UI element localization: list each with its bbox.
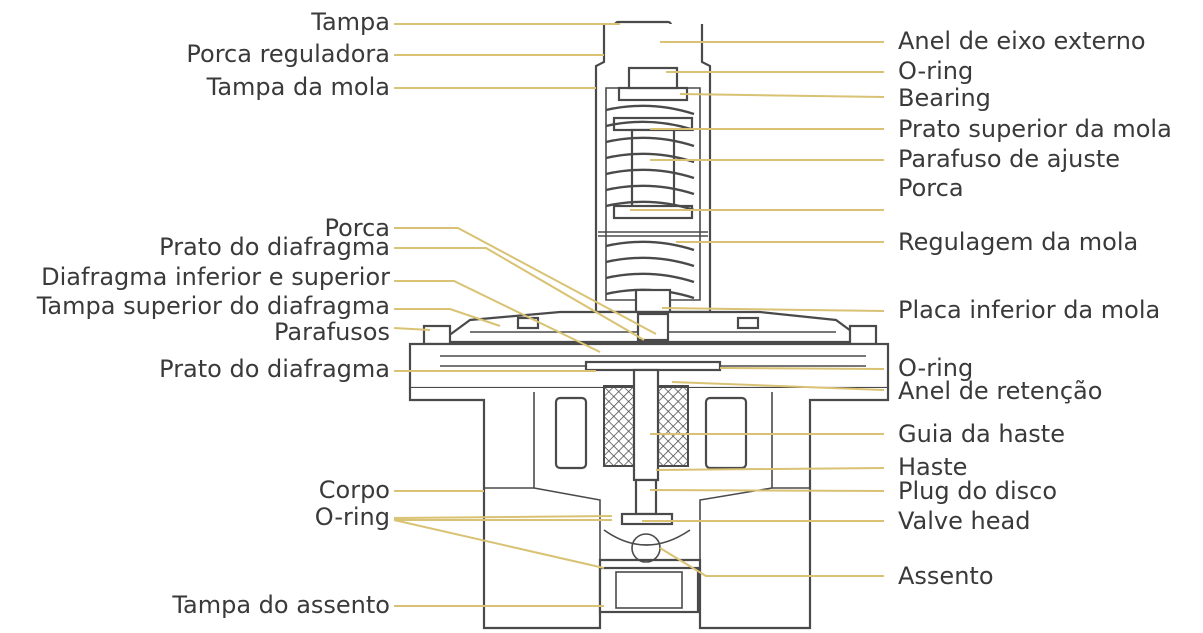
label-o-ring-top: O-ring xyxy=(898,57,973,85)
labels-right: Anel de eixo externo O-ring Bearing Prat… xyxy=(898,27,1172,590)
label-anel-de-eixo-externo: Anel de eixo externo xyxy=(898,27,1146,55)
label-parafuso-de-ajuste: Parafuso de ajuste xyxy=(898,145,1120,173)
label-corpo: Corpo xyxy=(319,476,390,504)
leader-lines xyxy=(393,23,885,607)
label-diafragma-inferior-e-superior: Diafragma inferior e superior xyxy=(41,263,390,291)
label-prato-do-diafragma-upper: Prato do diafragma xyxy=(159,233,390,261)
stem xyxy=(632,368,660,482)
label-prato-superior-da-mola: Prato superior da mola xyxy=(898,115,1172,143)
label-o-ring-middle: O-ring xyxy=(898,354,973,382)
label-bearing: Bearing xyxy=(898,84,991,112)
label-o-ring-left: O-ring xyxy=(315,503,390,531)
label-tampa-do-assento: Tampa do assento xyxy=(171,591,390,619)
label-anel-de-retencao: Anel de retenção xyxy=(898,377,1102,405)
label-plug-do-disco: Plug do disco xyxy=(898,477,1057,505)
label-assento: Assento xyxy=(898,562,994,590)
label-parafusos: Parafusos xyxy=(274,318,390,346)
seat-cap xyxy=(598,566,700,614)
label-porca-reguladora: Porca reguladora xyxy=(186,40,390,68)
label-tampa-da-mola: Tampa da mola xyxy=(206,73,390,101)
label-prato-do-diafragma-lower: Prato do diafragma xyxy=(159,355,390,383)
label-porca-right: Porca xyxy=(898,174,964,202)
label-regulagem-da-mola: Regulagem da mola xyxy=(898,228,1138,256)
regulator-drawing xyxy=(408,20,890,630)
label-valve-head: Valve head xyxy=(898,507,1030,535)
label-tampa-superior-do-diafragma: Tampa superior do diafragma xyxy=(36,292,390,320)
label-porca-left: Porca xyxy=(324,214,390,242)
label-guia-da-haste: Guia da haste xyxy=(898,420,1065,448)
label-haste: Haste xyxy=(898,453,967,481)
label-tampa: Tampa xyxy=(310,8,390,36)
label-placa-inferior-da-mola: Placa inferior da mola xyxy=(898,296,1160,324)
labels-left: Tampa Porca reguladora Tampa da mola Por… xyxy=(36,8,390,619)
